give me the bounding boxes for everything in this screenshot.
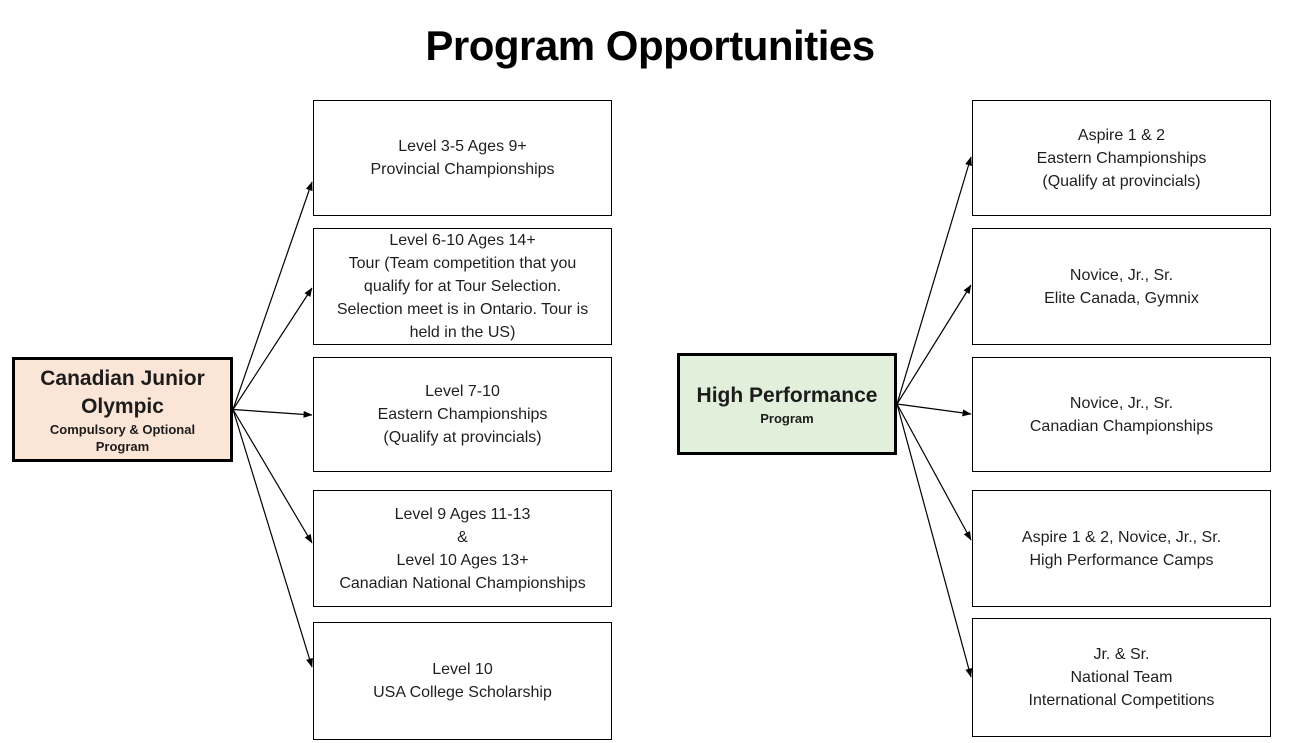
outcome-text-line: Elite Canada, Gymnix: [1044, 289, 1199, 307]
outcome-text-line: Canadian Championships: [1029, 417, 1214, 435]
outcome-node-tour: Level 6-10 Ages 14+ Tour (Team competitio…: [313, 228, 612, 345]
program-title: High Performance: [696, 383, 878, 407]
program-subtitle: Program: [760, 410, 814, 426]
outcome-text-line: Level 10 Ages 13+: [396, 551, 529, 569]
connector-arrow: [232, 409, 313, 544]
outcome-text-line: Novice, Jr., Sr.: [1069, 266, 1174, 284]
connector-arrow: [232, 181, 313, 410]
outcome-node-high-performance-camps: Aspire 1 & 2, Novice, Jr., Sr. High Perfo…: [972, 490, 1271, 607]
outcome-text-line: qualify for at Tour Selection.: [363, 278, 562, 295]
outcome-text-line: Level 3-5 Ages 9+: [398, 138, 527, 155]
outcome-text-line: Aspire 1 & 2, Novice, Jr., Sr.: [1021, 528, 1222, 546]
outcome-text-line: International Competitions: [1028, 692, 1215, 709]
page-title: Program Opportunities: [425, 22, 875, 69]
program-title: Olympic: [81, 394, 164, 418]
outcome-text-line: Selection meet is in Ontario. Tour is: [336, 301, 589, 318]
outcome-text-line: (Qualify at provincials): [383, 429, 542, 446]
outcome-node-eastern-championships-hp: Aspire 1 & 2 Eastern Championships (Qualif…: [972, 100, 1271, 216]
outcome-text-line: Provincial Championships: [370, 161, 555, 178]
outcome-text-line: Level 9 Ages 11-13: [394, 505, 531, 523]
outcome-text-line: High Performance Camps: [1029, 551, 1214, 569]
outcome-text-line: Canadian National Championships: [339, 574, 586, 592]
outcome-text-line: (Qualify at provincials): [1042, 172, 1201, 190]
program-subtitle: Program: [95, 438, 150, 454]
outcome-text-line: Level 6-10 Ages 14+: [389, 232, 536, 249]
connector-arrow: [232, 408, 313, 418]
connector-arrow: [896, 403, 972, 417]
connector-arrow: [232, 409, 313, 668]
outcome-text-line: Eastern Championships: [377, 406, 548, 423]
outcome-node-canadian-championships: Novice, Jr., Sr. Canadian Championships: [972, 357, 1271, 472]
outcome-node-provincial-championships: Level 3-5 Ages 9+ Provincial Championship…: [313, 100, 612, 216]
outcome-text-line: Tour (Team competition that you: [348, 255, 577, 272]
outcome-text-line: National Team: [1070, 669, 1173, 686]
outcome-node-elite-canada-gymnix: Novice, Jr., Sr. Elite Canada, Gymnix: [972, 228, 1271, 345]
program-title: Canadian Junior: [40, 366, 205, 390]
connector-arrow: [896, 403, 973, 678]
outcome-text-line: Jr. & Sr.: [1093, 646, 1150, 663]
connector-arrow: [896, 156, 972, 405]
outcome-text-line: held in the US): [409, 324, 516, 341]
connector-arrow: [896, 284, 972, 405]
outcome-text-line: Aspire 1 & 2: [1077, 126, 1166, 144]
outcome-text-line: Eastern Championships: [1036, 149, 1207, 167]
connector-arrow: [232, 287, 313, 410]
outcome-node-usa-college-scholarship: Level 10 USA College Scholarship: [313, 622, 612, 740]
outcome-text-line: Level 7-10: [425, 383, 500, 400]
outcome-text-line: Level 10: [432, 661, 493, 678]
outcome-text-line: USA College Scholarship: [373, 684, 552, 701]
program-subtitle: Compulsory & Optional: [49, 421, 196, 437]
outcome-text-line: Novice, Jr., Sr.: [1069, 394, 1174, 412]
connector-arrow: [896, 403, 972, 541]
outcome-node-canadian-national-championships: Level 9 Ages 11-13 & Level 10 Ages 13+ Cana…: [313, 490, 612, 607]
outcome-text-line: &: [457, 528, 468, 546]
